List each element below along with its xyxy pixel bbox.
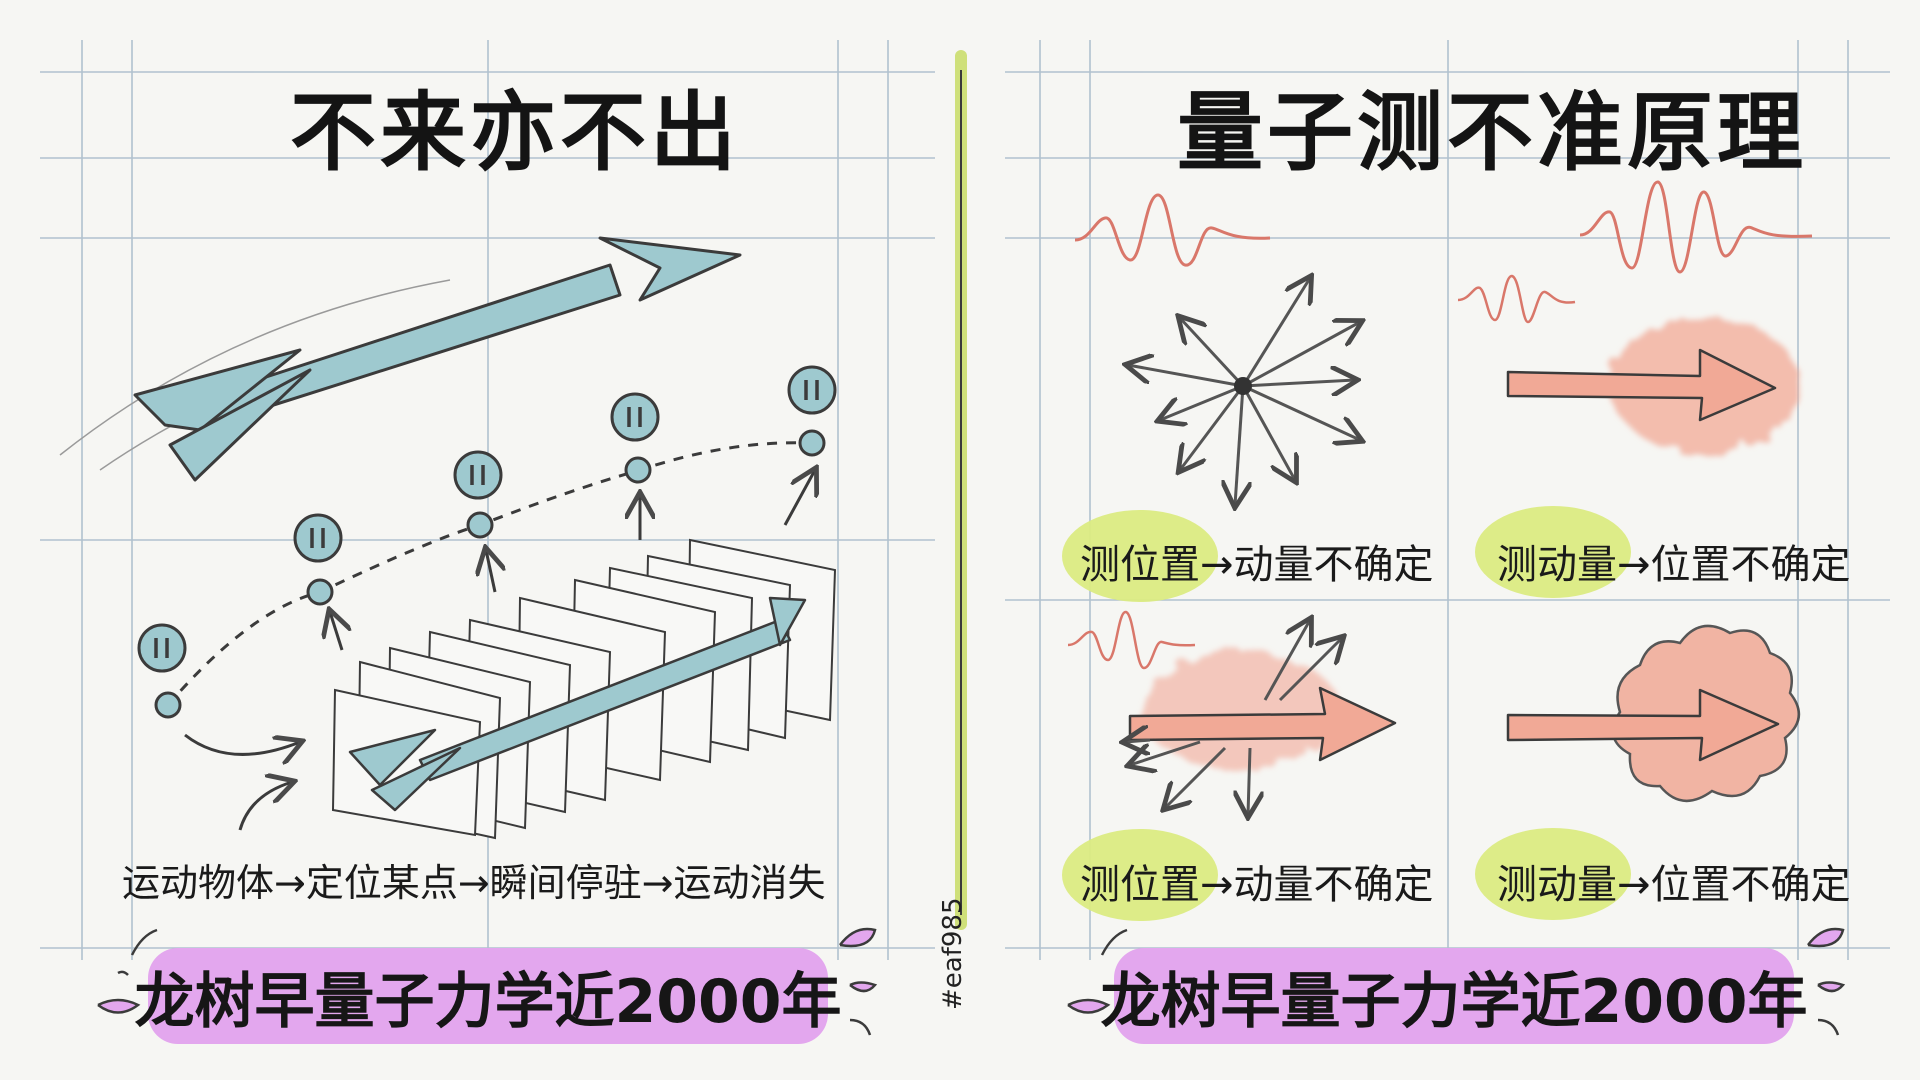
banner-sparks [97, 927, 1846, 1036]
momentum-arrow-top-right [1506, 348, 1777, 422]
momentum-arrow-bottom-left [1128, 686, 1397, 762]
left-banner: 龙树早量子力学近2000年 [135, 948, 842, 1044]
left-caption: 运动物体→定位某点→瞬间停驻→运动消失 [122, 861, 826, 905]
pause-icons [137, 365, 837, 673]
particle-dot [1234, 377, 1252, 395]
wavepacket-3 [1457, 274, 1576, 324]
label-bottom-left: 测位置→动量不确定 [1080, 862, 1434, 908]
scatter-burst [1128, 278, 1360, 505]
right-title: 量子测不准原理 [1177, 83, 1807, 183]
film-arrow [348, 596, 807, 812]
label-bottom-right: 测动量→位置不确定 [1497, 862, 1851, 908]
divider-tag: #eaf985 [938, 897, 968, 1011]
label-top-left: 测位置→动量不确定 [1080, 542, 1434, 588]
momentum-arrow-bottom-right [1506, 688, 1780, 762]
flying-arrow [59, 236, 742, 482]
left-title: 不来亦不出 [290, 83, 740, 183]
freeze-arrows [184, 470, 815, 831]
film-frames [331, 538, 837, 840]
wavepacket-4 [1067, 610, 1196, 670]
wavepacket-1 [1074, 193, 1271, 267]
wavepacket-2 [1579, 180, 1813, 274]
label-top-right: 测动量→位置不确定 [1497, 542, 1851, 588]
right-grid [1005, 40, 1890, 960]
trajectory-points [154, 429, 826, 719]
scatter-bottom-left [1125, 620, 1342, 815]
label-highlights [1062, 506, 1631, 921]
right-banner: 龙树早量子力学近2000年 [1101, 948, 1808, 1044]
